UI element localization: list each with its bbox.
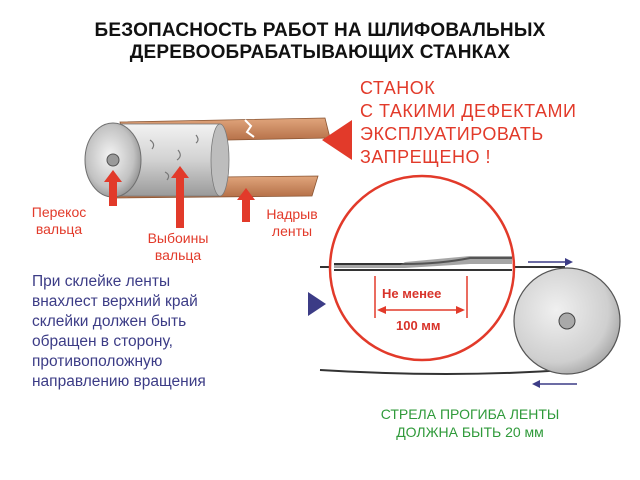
splice-overlap <box>334 256 512 268</box>
instruction-pointer <box>308 292 326 316</box>
roller-axle <box>106 153 120 167</box>
label-roller-skew: Перекос вальца <box>14 204 104 238</box>
instruction-text: При склейке ленты внахлест верхний край … <box>32 272 206 392</box>
warning-line-1: СТАНОК <box>360 78 436 98</box>
instruction-line-4: обращен в сторону, <box>32 333 173 350</box>
warning-line-3: ЭКСПЛУАТИРОВАТЬ <box>360 124 544 144</box>
instruction-line-5: противоположную <box>32 353 163 370</box>
arrow-tear <box>237 188 255 222</box>
drive-roller-axle <box>558 312 576 330</box>
warning-line-4: ЗАПРЕЩЕНО ! <box>360 147 492 167</box>
direction-arrow-bottom-head <box>532 380 540 388</box>
overlap-dim-arrow-right <box>456 306 465 314</box>
warning-triangle <box>322 120 352 160</box>
arrow-dents <box>171 166 189 228</box>
label-roller-dents-line-1: Выбоины <box>147 230 209 246</box>
direction-arrow-top-head <box>565 258 573 266</box>
sag-line-2: ДОЛЖНА БЫТЬ 20 мм <box>396 424 544 440</box>
belt-drive-drawing <box>319 258 621 388</box>
instruction-line-3: склейки должен быть <box>32 313 187 330</box>
arrow-skew <box>104 170 122 206</box>
belt-tear <box>244 119 255 138</box>
poster-title-line-2: ДЕРЕВООБРАБАТЫВАЮЩИХ СТАНКАХ <box>129 42 511 63</box>
label-roller-skew-line-1: Перекос <box>31 204 87 220</box>
overlap-dim-arrow-left <box>377 306 386 314</box>
belt-lower-line <box>319 369 566 375</box>
label-belt-tear-line-1: Надрыв <box>266 206 318 222</box>
overlap-label-bottom: 100 мм <box>396 318 441 333</box>
label-belt-tear: Надрыв ленты <box>252 206 332 240</box>
instruction-line-6: направлению вращения <box>32 373 206 390</box>
instruction-line-1: При склейке ленты <box>32 273 171 290</box>
overlap-label-top: Не менее <box>382 286 442 301</box>
label-belt-tear-line-2: ленты <box>271 223 313 239</box>
defective-roller-drawing <box>84 117 331 199</box>
magnifier-circle <box>328 174 516 362</box>
splice-magnifier <box>328 174 516 362</box>
label-roller-dents-line-2: вальца <box>154 247 202 263</box>
poster-title-line-1: БЕЗОПАСНОСТЬ РАБОТ НА ШЛИФОВАЛЬНЫХ <box>94 20 546 41</box>
sag-line-1: СТРЕЛА ПРОГИБА ЛЕНТЫ <box>380 406 560 422</box>
label-roller-skew-line-2: вальца <box>35 221 83 237</box>
defect-arrows <box>104 166 255 228</box>
roller-end-right <box>210 123 230 197</box>
roller-dents <box>149 134 199 181</box>
label-roller-dents: Выбоины вальца <box>128 230 228 264</box>
warning-line-2: С ТАКИМИ ДЕФЕКТАМИ <box>360 101 577 121</box>
instruction-line-2: внахлест верхний край <box>32 293 198 310</box>
